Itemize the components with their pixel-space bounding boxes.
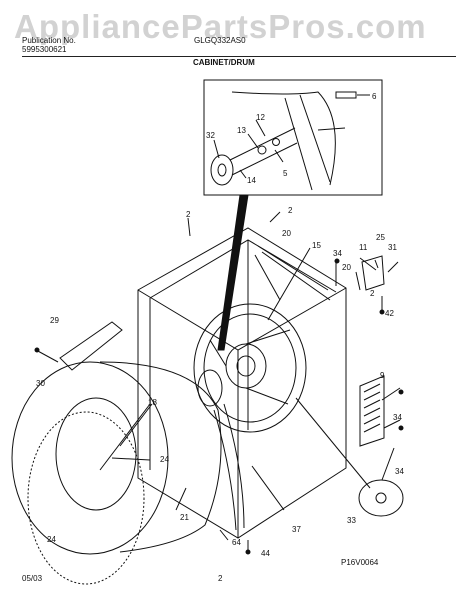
callout-14: 14 xyxy=(247,176,256,185)
callout-12: 12 xyxy=(256,113,265,122)
callout-33: 33 xyxy=(347,516,356,525)
inset-bracket-6 xyxy=(335,91,357,99)
drum-front-opening xyxy=(55,397,137,511)
callout-42: 42 xyxy=(385,309,394,318)
callout-25: 25 xyxy=(376,233,385,242)
bulkhead-spokes xyxy=(209,329,291,405)
callout-2-top: 2 xyxy=(288,206,293,215)
callout-13: 13 xyxy=(237,126,246,135)
cabinet-support-lines xyxy=(254,251,331,301)
drum-back-hub xyxy=(197,369,223,407)
inset-drum-roller xyxy=(210,154,234,186)
callout-20-right: 20 xyxy=(342,263,351,272)
inset-leader-lines xyxy=(213,94,370,179)
callout-24-drum: 24 xyxy=(160,455,169,464)
callout-15: 15 xyxy=(312,241,321,250)
callout-31: 31 xyxy=(388,243,397,252)
callout-18: 18 xyxy=(148,398,157,407)
screw-34-filter xyxy=(398,389,404,395)
publication-label: Publication No. xyxy=(22,36,76,45)
callout-37: 37 xyxy=(292,525,301,534)
callout-11: 11 xyxy=(359,243,368,252)
callout-32: 32 xyxy=(206,131,215,140)
inset-bearing xyxy=(257,145,267,155)
inset-panel-lines xyxy=(284,94,346,191)
filter-housing-9 xyxy=(359,375,385,447)
publication-number: 5995300621 xyxy=(22,45,67,54)
bulkhead-hub xyxy=(225,343,267,389)
idler-assembly-33 xyxy=(358,479,404,517)
footer-page-number: 2 xyxy=(218,574,223,583)
drum-cylinder-body xyxy=(99,361,222,553)
callout-44: 44 xyxy=(261,549,270,558)
cabinet-outline xyxy=(137,227,347,539)
idler-pulley xyxy=(375,492,387,504)
callout-34-filter: 34 xyxy=(393,413,402,422)
callout-29: 29 xyxy=(50,316,59,325)
drive-belt xyxy=(213,403,245,531)
section-title: CABINET/DRUM xyxy=(193,58,255,67)
baffle-part-29 xyxy=(59,321,123,371)
callout-34-idler: 34 xyxy=(395,467,404,476)
cabinet-back-edge xyxy=(247,240,329,430)
callout-5: 5 xyxy=(283,169,288,178)
callout-6: 6 xyxy=(372,92,377,101)
inset-roller-hub xyxy=(217,163,227,177)
bracket-part-25 xyxy=(361,255,385,291)
baffle-leader xyxy=(35,349,59,363)
callout-64: 64 xyxy=(232,538,241,547)
watermark: AppliancePartsPros.com xyxy=(14,8,427,45)
screw-baffle xyxy=(34,347,40,353)
callout-20-top: 20 xyxy=(282,229,291,238)
screw-34-filter-lower xyxy=(398,425,404,431)
callout-leader-lines xyxy=(99,211,401,550)
screw-34-top xyxy=(334,258,340,264)
cabinet-top-inner xyxy=(149,239,337,470)
inset-detail-frame xyxy=(203,79,383,196)
detail-pointer-wedge xyxy=(217,194,249,351)
header-rule xyxy=(22,56,456,57)
callout-34-top: 34 xyxy=(333,249,342,258)
callout-2-right: 2 xyxy=(370,289,375,298)
diagram-code: P16V0064 xyxy=(341,558,379,567)
callout-9: 9 xyxy=(380,371,385,380)
rear-bulkhead-inner xyxy=(203,313,297,423)
callout-2-left: 2 xyxy=(186,210,191,219)
idler-leader-line xyxy=(295,397,371,489)
rear-bulkhead-outer xyxy=(193,303,307,433)
callout-21: 21 xyxy=(180,513,189,522)
cabinet-front-edges xyxy=(137,287,347,538)
screw-44 xyxy=(245,549,251,555)
footer-date: 05/03 xyxy=(22,574,43,583)
bulkhead-shaft-center xyxy=(236,355,256,377)
bracket-leaders xyxy=(374,259,399,273)
inset-washer xyxy=(272,138,280,146)
screw-42 xyxy=(379,309,385,315)
inset-shaft xyxy=(229,127,298,176)
drum-seal-24 xyxy=(27,411,145,585)
inset-bulkhead-edge xyxy=(231,91,336,186)
model-number: GLGQ332AS0 xyxy=(194,36,246,45)
callout-30: 30 xyxy=(36,379,45,388)
drum-front-rim xyxy=(11,361,169,555)
callout-24-seal: 24 xyxy=(47,535,56,544)
filter-grille xyxy=(363,383,381,433)
